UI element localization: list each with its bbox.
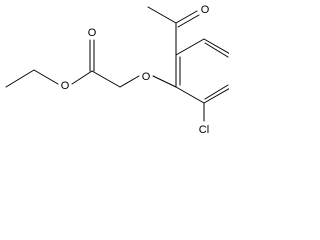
ring-bond-5-inner — [204, 84, 229, 100]
atom-aryl-ether-oxygen: O — [142, 71, 151, 83]
bond-acetyl-c-eq-o-a — [175, 10, 198, 24]
bond-acetyl-c-eq-o-b — [177, 14, 200, 28]
bond-acetyl-c-ch3 — [147, 6, 177, 24]
bond-ester-c-ch2 — [91, 70, 121, 88]
ring-bond-3-inner — [204, 42, 229, 58]
atom-ester-carbonyl-oxygen: O — [88, 27, 97, 39]
ring-bond-6 — [175, 86, 205, 104]
atom-ketone-oxygen: O — [201, 4, 210, 16]
atom-labels: O O O O Cl — [61, 4, 210, 136]
ring-bond-5 — [203, 88, 229, 104]
bond-o-aryl-ring — [152, 75, 177, 88]
bond-ch2-o-aryl — [119, 75, 140, 88]
ring-bond-2 — [175, 38, 205, 56]
bond-ethyl-ch3-ch2 — [5, 69, 35, 88]
bonds — [5, 6, 229, 122]
bond-o-ester-carbon — [71, 70, 93, 85]
atom-ester-ether-oxygen: O — [61, 80, 70, 92]
atom-chlorine: Cl — [199, 124, 209, 136]
structure-diagram: O O O O Cl — [5, 4, 229, 136]
bond-ethyl-ch2-o — [33, 69, 59, 85]
ring-bond-3 — [203, 38, 229, 54]
